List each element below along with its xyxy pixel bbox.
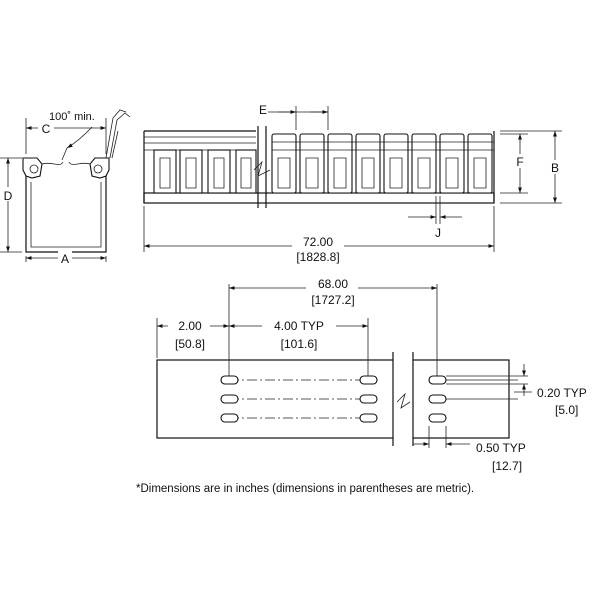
end-dimension: 2.00 [178, 319, 202, 333]
footnote: *Dimensions are in inches (dimensions in… [136, 483, 474, 495]
label-j: J [435, 226, 441, 240]
label-b: B [551, 161, 559, 175]
length-dimension: 72.00 [303, 235, 333, 249]
pitch-dimension: 4.00 TYP [274, 319, 324, 333]
mounting-holes [220, 375, 447, 423]
label-a: A [61, 252, 69, 266]
length-dimension-metric: [1828.8] [296, 250, 339, 264]
span-dimension-metric: [1727.2] [311, 293, 354, 307]
pitch-dimension-metric: [101.6] [281, 337, 318, 351]
end-dimension-metric: [50.8] [175, 337, 205, 351]
label-f: F [516, 155, 523, 169]
angle-label: 100˚ min. [49, 111, 95, 123]
side-view: E F B J 72.00 [1828.8] [143, 103, 563, 264]
hole-width-dimension-metric: [5.0] [555, 403, 578, 417]
label-c: C [42, 122, 51, 136]
end-view: C 100˚ min. D A [0, 109, 131, 266]
label-e: E [259, 103, 267, 117]
side-fingers-right [271, 133, 494, 194]
bottom-view: 68.00 [1727.2] 2.00 [50.8] 4.00 TYP [101… [156, 277, 587, 473]
span-dimension: 68.00 [318, 277, 348, 291]
hole-width-dimension: 0.20 TYP [537, 386, 587, 400]
side-slots-left [153, 149, 257, 194]
hole-length-dimension: 0.50 TYP [476, 441, 526, 455]
label-d: D [4, 189, 13, 203]
hole-length-dimension-metric: [12.7] [492, 459, 522, 473]
